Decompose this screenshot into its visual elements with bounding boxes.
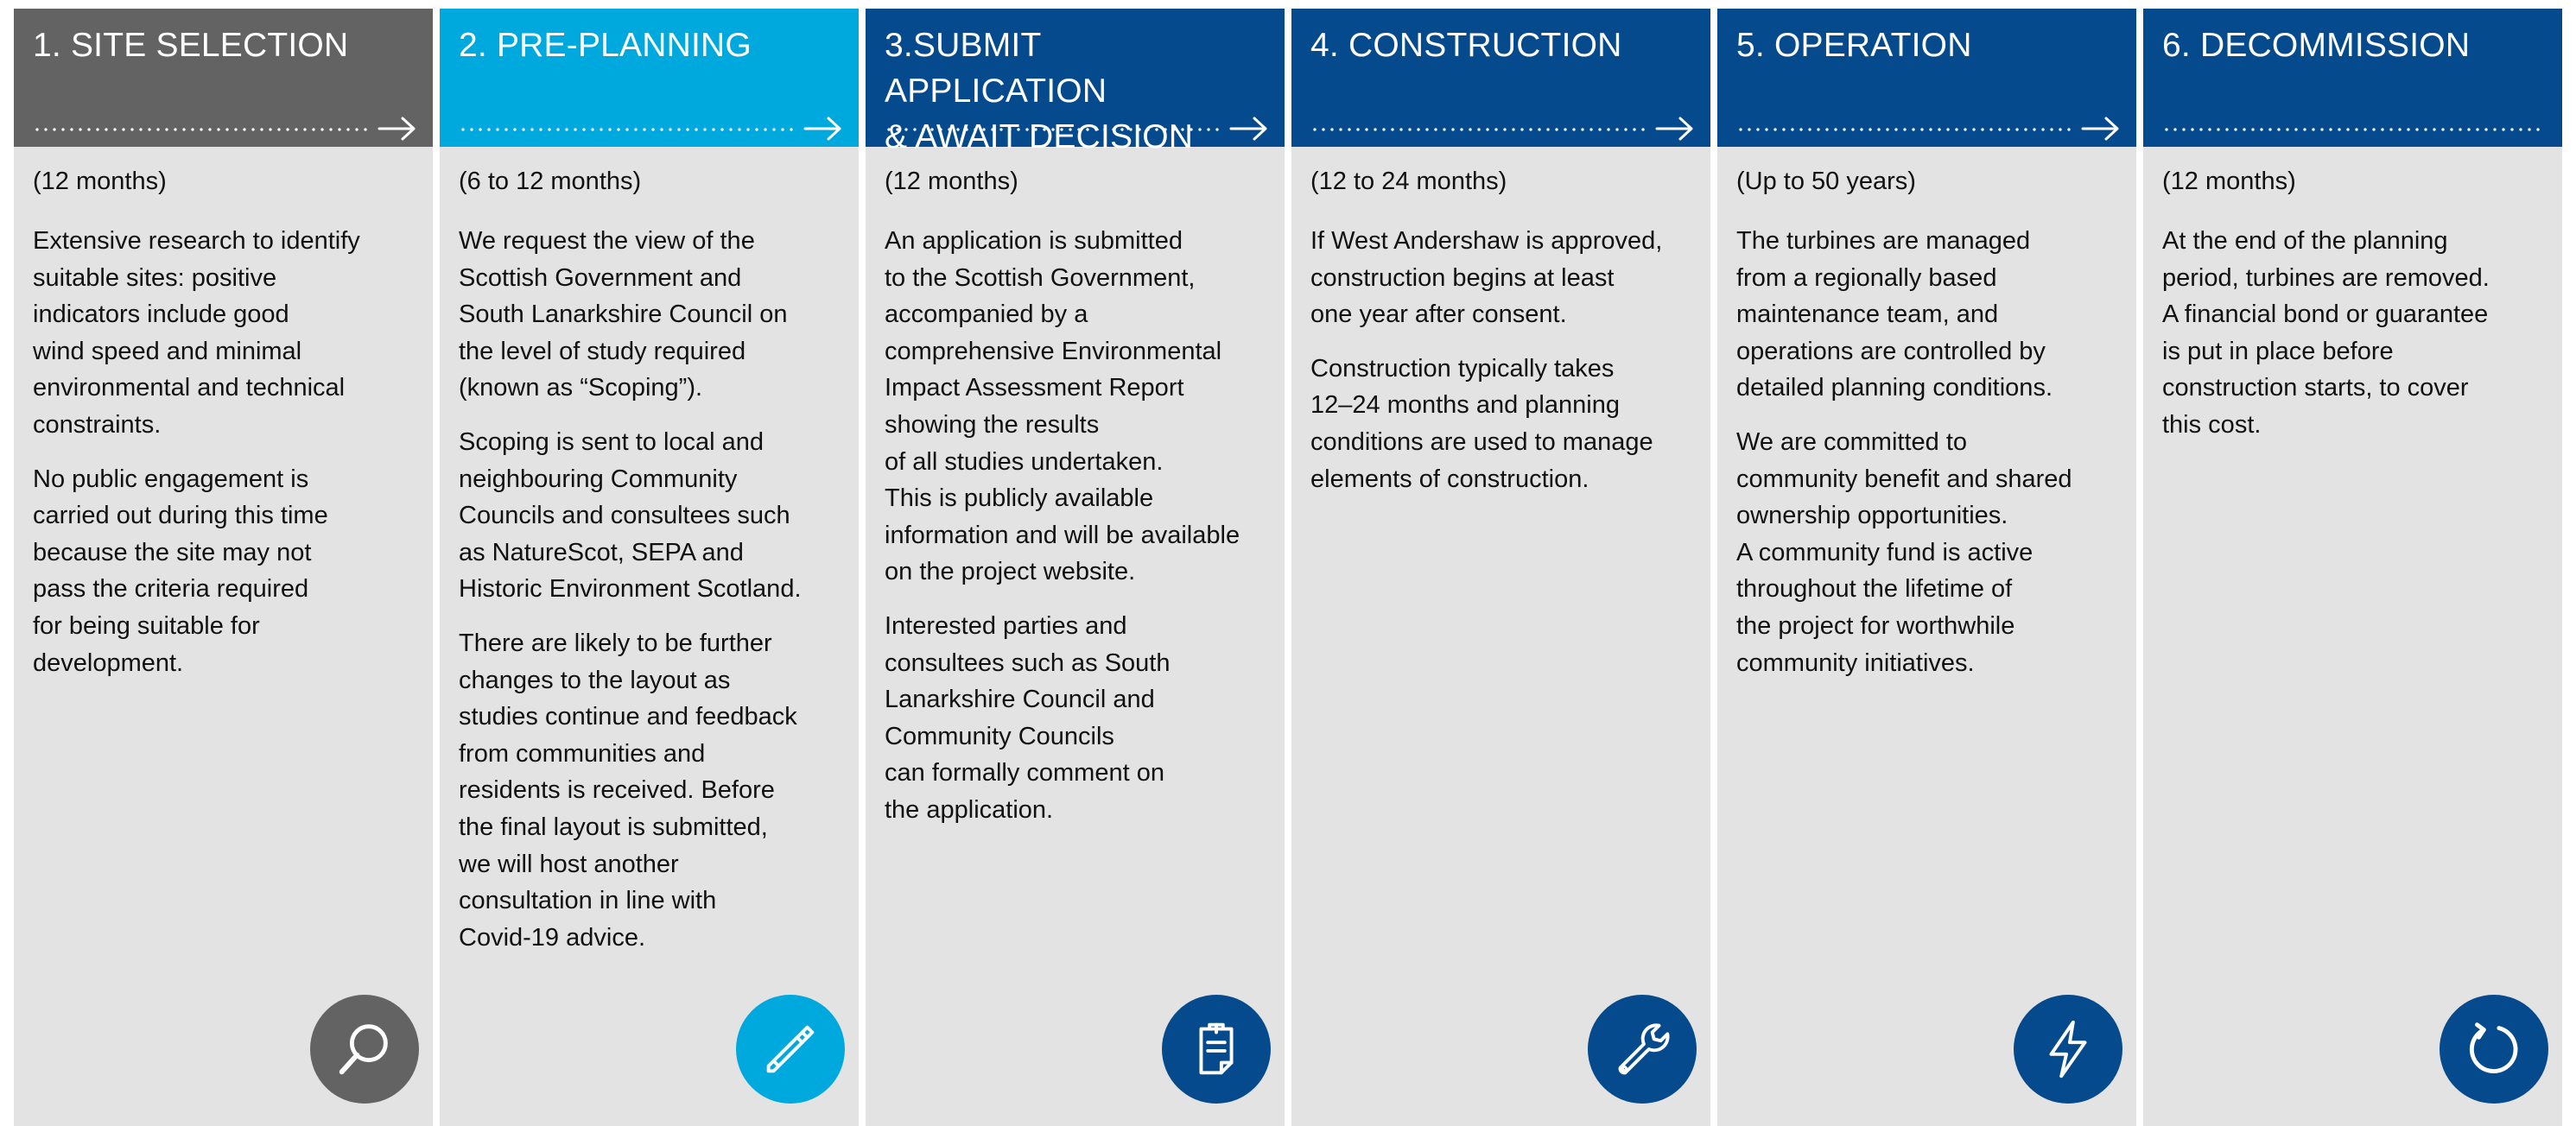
stage-paragraph: If West Andershaw is approved, construct… (1310, 227, 1663, 329)
dotted-divider (1736, 128, 2071, 131)
magnifier-icon (310, 995, 419, 1104)
stage-header: 5. OPERATION (1717, 9, 2136, 147)
lightning-icon (2014, 995, 2122, 1104)
stage-submit-application: 3.SUBMIT APPLICATION & AWAIT DECISION (1… (866, 9, 1285, 1126)
arrow-right-icon (803, 117, 841, 141)
stage-paragraph: Scoping is sent to local and neighbourin… (459, 427, 802, 604)
stage-duration: (12 months) (885, 168, 1018, 195)
stage-header: 3.SUBMIT APPLICATION & AWAIT DECISION (866, 9, 1285, 155)
arrow-right-icon (2081, 117, 2119, 141)
stage-paragraph: At the end of the planning period, turbi… (2162, 227, 2490, 439)
stage-body: (12 months) At the end of the planning p… (2143, 147, 2562, 461)
dotted-divider (33, 128, 367, 131)
stage-body: (6 to 12 months) We request the view of … (440, 147, 859, 973)
dotted-divider (1310, 128, 1645, 131)
stage-header: 2. PRE-PLANNING (440, 9, 859, 147)
pencil-icon (736, 995, 845, 1104)
stage-decommission: 6. DECOMMISSION (12 months) At the end o… (2143, 9, 2562, 1126)
stage-title: 5. OPERATION (1736, 27, 1972, 64)
stage-body: (12 to 24 months) If West Andershaw is a… (1291, 147, 1710, 515)
stage-body: (12 months) Extensive research to identi… (14, 147, 433, 699)
stage-title: 4. CONSTRUCTION (1310, 27, 1622, 64)
stage-title: 6. DECOMMISSION (2162, 27, 2471, 64)
stage-construction: 4. CONSTRUCTION (12 to 24 months) If Wes… (1291, 9, 1710, 1126)
stage-paragraph: We are committed to community benefit an… (1736, 427, 2072, 677)
clipboard-icon (1162, 995, 1271, 1104)
wrench-icon (1588, 995, 1697, 1104)
stage-duration: (6 to 12 months) (459, 168, 642, 195)
arrow-right-icon (378, 117, 416, 141)
stage-header: 1. SITE SELECTION (14, 9, 433, 147)
stage-body: (Up to 50 years) The turbines are manage… (1717, 147, 2136, 699)
stage-paragraph: There are likely to be further changes t… (459, 629, 797, 952)
stage-paragraph: Interested parties and consultees such a… (885, 611, 1171, 824)
stage-paragraph: An application is submitted to the Scott… (885, 227, 1240, 586)
stage-title: 2. PRE-PLANNING (459, 27, 752, 64)
stage-pre-planning: 2. PRE-PLANNING (6 to 12 months) We requ… (440, 9, 859, 1126)
dotted-divider (2162, 128, 2545, 131)
dotted-divider (459, 128, 793, 131)
stage-paragraph: The turbines are managed from a regional… (1736, 227, 2053, 402)
stage-paragraph: Extensive research to identify suitable … (33, 227, 360, 439)
stage-site-selection: 1. SITE SELECTION (12 months) Extensive … (14, 9, 433, 1126)
stage-title: 1. SITE SELECTION (33, 27, 349, 64)
stage-paragraph: We request the view of the Scottish Gove… (459, 227, 788, 402)
process-stages: 1. SITE SELECTION (12 months) Extensive … (14, 9, 2562, 1126)
stage-title: 3.SUBMIT APPLICATION & AWAIT DECISION (885, 27, 1194, 155)
refresh-icon (2440, 995, 2548, 1104)
stage-header: 6. DECOMMISSION (2143, 9, 2562, 147)
stage-paragraph: Construction typically takes 12–24 month… (1310, 354, 1653, 493)
stage-header: 4. CONSTRUCTION (1291, 9, 1710, 147)
stage-body: (12 months) An application is submitted … (866, 147, 1285, 846)
arrow-right-icon (1655, 117, 1693, 141)
arrow-right-icon (1229, 117, 1267, 141)
stage-duration: (12 to 24 months) (1310, 168, 1507, 195)
stage-duration: (12 months) (33, 168, 167, 195)
stage-duration: (Up to 50 years) (1736, 168, 1916, 195)
stage-duration: (12 months) (2162, 168, 2296, 195)
stage-operation: 5. OPERATION (Up to 50 years) The turbin… (1717, 9, 2136, 1126)
dotted-divider (885, 128, 1219, 131)
stage-paragraph: No public engagement is carried out duri… (33, 465, 328, 677)
